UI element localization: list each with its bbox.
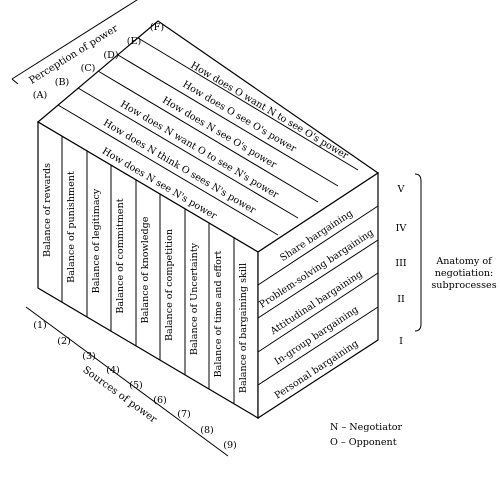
perception-letter: (E) bbox=[127, 36, 142, 47]
subprocess-numeral: II bbox=[397, 294, 405, 305]
perception-axis-line bbox=[11, 0, 138, 80]
subprocess-numeral: I bbox=[399, 336, 403, 347]
subprocess-numeral: IV bbox=[396, 223, 408, 234]
source-item: Balance of punishment bbox=[66, 171, 77, 283]
front-dividers bbox=[61, 136, 235, 404]
perception-letters: (A) (B) (C) (D) (E) (F) bbox=[33, 22, 164, 101]
source-item: Balance of Uncertainty bbox=[189, 242, 200, 355]
source-number: (7) bbox=[177, 409, 191, 420]
svg-text:Anatomy of: Anatomy of bbox=[435, 256, 493, 267]
source-item: Balance of rewards bbox=[42, 163, 53, 257]
perception-letter: (C) bbox=[81, 63, 96, 74]
svg-text:subprocesses: subprocesses bbox=[431, 280, 496, 291]
source-item: Balance of time and effort bbox=[213, 250, 224, 377]
sources-axis-line bbox=[25, 306, 229, 457]
source-item: Balance of competition bbox=[164, 229, 175, 341]
perception-letter: (D) bbox=[103, 50, 118, 61]
perception-letter: (A) bbox=[33, 90, 47, 101]
source-number: (5) bbox=[129, 380, 143, 391]
svg-text:negotiation:: negotiation: bbox=[435, 268, 494, 279]
source-number: (3) bbox=[82, 351, 96, 362]
legend-opponent: O – Opponent bbox=[330, 437, 397, 448]
source-item: Balance of knowledge bbox=[140, 216, 151, 323]
source-number: (6) bbox=[153, 395, 167, 406]
source-item: Balance of bargaining skill bbox=[238, 263, 249, 393]
legend-negotiator: N – Negotiator bbox=[330, 422, 403, 433]
subprocess-numeral: III bbox=[395, 258, 407, 269]
subprocess-numeral: V bbox=[397, 184, 406, 195]
legend: N – Negotiator O – Opponent bbox=[330, 422, 403, 448]
source-number: (4) bbox=[106, 365, 120, 376]
source-item: Balance of legitimacy bbox=[91, 188, 102, 293]
source-item: Balance of commitment bbox=[115, 198, 126, 313]
top-dividers bbox=[57, 37, 359, 236]
source-number: (2) bbox=[57, 336, 71, 347]
source-number: (9) bbox=[223, 440, 237, 451]
subprocess-numerals: V IV III II I bbox=[395, 184, 407, 347]
anatomy-label: Anatomy of negotiation: subprocesses bbox=[431, 256, 496, 291]
source-number: (1) bbox=[33, 320, 47, 331]
subprocess-bracket bbox=[414, 173, 422, 332]
right-dividers bbox=[257, 205, 379, 386]
perception-letter: (F) bbox=[150, 22, 164, 33]
sources-items: Balance of rewards Balance of punishment… bbox=[42, 163, 249, 393]
sources-numbers: (1) (2) (3) (4) (5) (6) (7) (8) (9) bbox=[33, 320, 237, 451]
source-number: (8) bbox=[200, 425, 214, 436]
perception-letter: (B) bbox=[55, 77, 70, 88]
right-face bbox=[257, 171, 379, 420]
